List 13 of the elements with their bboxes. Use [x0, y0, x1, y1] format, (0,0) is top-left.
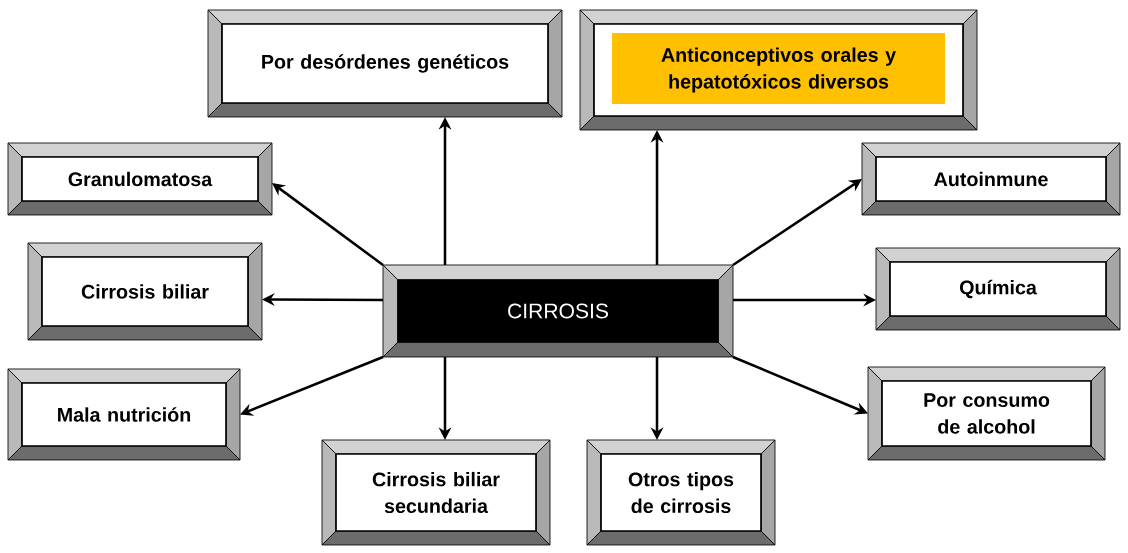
category-box: Química	[875, 247, 1121, 331]
arrow	[272, 183, 384, 266]
category-box: Por desórdenes genéticos	[207, 9, 563, 118]
arrow	[732, 179, 862, 267]
category-box: Autoinmune	[861, 142, 1121, 216]
category-box: Cirrosis biliar secundaria	[321, 439, 551, 546]
category-box: Otros tipos de cirrosis	[586, 439, 776, 546]
category-box: Mala nutrición	[7, 368, 241, 461]
title-box: CIRROSIS	[382, 264, 734, 358]
category-box: Anticonceptivos orales y hepatotóxicos diversos	[579, 9, 978, 131]
category-box: Granulomatosa	[7, 142, 273, 216]
category-box: Cirrosis biliar	[27, 242, 263, 341]
category-box: Por consumo de alcohol	[867, 366, 1106, 461]
